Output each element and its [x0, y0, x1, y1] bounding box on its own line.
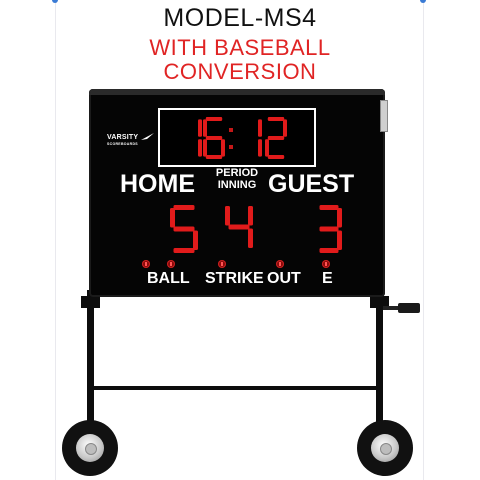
brand-logo: VARSITY SCOREBOARDS: [107, 134, 157, 146]
out-indicator-icon: [276, 260, 284, 268]
segment-g: [267, 136, 285, 140]
clock-seconds-tens: [258, 119, 262, 157]
brand-name: VARSITY: [107, 134, 139, 141]
ball-label: BALL: [147, 270, 190, 287]
frame-edge-left: [55, 0, 56, 480]
ball-indicator-2-icon: [167, 260, 175, 268]
segment-b: [283, 119, 287, 137]
segment-g: [205, 136, 223, 140]
wheel-right-icon: [357, 420, 413, 476]
segment-e: [203, 139, 207, 157]
strike-indicator-icon: [218, 260, 226, 268]
frame-edge-right: [423, 0, 424, 480]
leg-bracket-left: [81, 296, 100, 308]
segment-a: [173, 205, 195, 210]
segment-e: [265, 139, 269, 157]
home-label: HOME: [120, 170, 195, 198]
inning-label: INNING: [217, 179, 257, 191]
clock-seconds-ones: [265, 117, 287, 159]
segment-c: [248, 228, 253, 248]
segment-b: [258, 119, 262, 137]
side-mount-tab-front: [380, 100, 388, 132]
clock-colon-dot-1: [229, 128, 233, 132]
segment-g: [228, 224, 250, 230]
clock-display: [158, 108, 316, 167]
segment-f: [225, 206, 230, 226]
segment-d: [205, 155, 223, 159]
segment-f: [170, 208, 175, 228]
segment-a: [267, 117, 285, 121]
segment-c: [221, 139, 225, 157]
segment-c: [258, 139, 262, 157]
segment-d: [173, 248, 195, 253]
segment-f: [203, 119, 207, 137]
guest-label: GUEST: [268, 170, 355, 198]
segment-b: [198, 119, 202, 137]
segment-c: [337, 230, 342, 250]
segment-b: [337, 208, 342, 228]
strike-label: STRIKE: [205, 270, 264, 287]
guest-score-digit: [319, 205, 342, 253]
handle-grip: [398, 303, 420, 313]
corner-dot-left-icon: [52, 0, 58, 3]
segment-g: [173, 226, 195, 232]
segment-g: [319, 226, 339, 232]
error-indicator-icon: [322, 260, 330, 268]
stand-leg-right: [376, 290, 383, 446]
segment-d: [319, 248, 339, 253]
period-digit: [225, 206, 253, 248]
ball-indicator-1-icon: [142, 260, 150, 268]
segment-c: [198, 139, 202, 157]
subtitle-line-2: CONVERSION: [163, 59, 317, 84]
home-score-digit: [170, 205, 198, 253]
corner-dot-right-icon: [420, 0, 426, 3]
period-label: PERIOD: [215, 167, 259, 179]
segment-b: [248, 206, 253, 226]
out-label: OUT: [267, 270, 301, 287]
scoreboard-top-trim: [89, 89, 385, 95]
segment-a: [319, 205, 339, 210]
wheel-left-icon: [62, 420, 118, 476]
leg-bracket-right: [370, 296, 389, 308]
clock-minutes-ones: [203, 117, 225, 159]
stand-leg-left: [87, 290, 94, 446]
segment-a: [205, 117, 223, 121]
error-label: E: [322, 270, 333, 287]
segment-d: [267, 155, 285, 159]
brand-sub: SCOREBOARDS: [107, 142, 138, 146]
model-title: MODEL-MS4: [163, 4, 317, 32]
swoosh-icon: [141, 133, 154, 140]
stand-crossbar: [87, 386, 383, 390]
clock-colon-dot-2: [229, 145, 233, 149]
subtitle-line-1: WITH BASEBALL: [149, 35, 331, 60]
clock-minutes-tens: [198, 119, 202, 157]
segment-c: [193, 230, 198, 250]
